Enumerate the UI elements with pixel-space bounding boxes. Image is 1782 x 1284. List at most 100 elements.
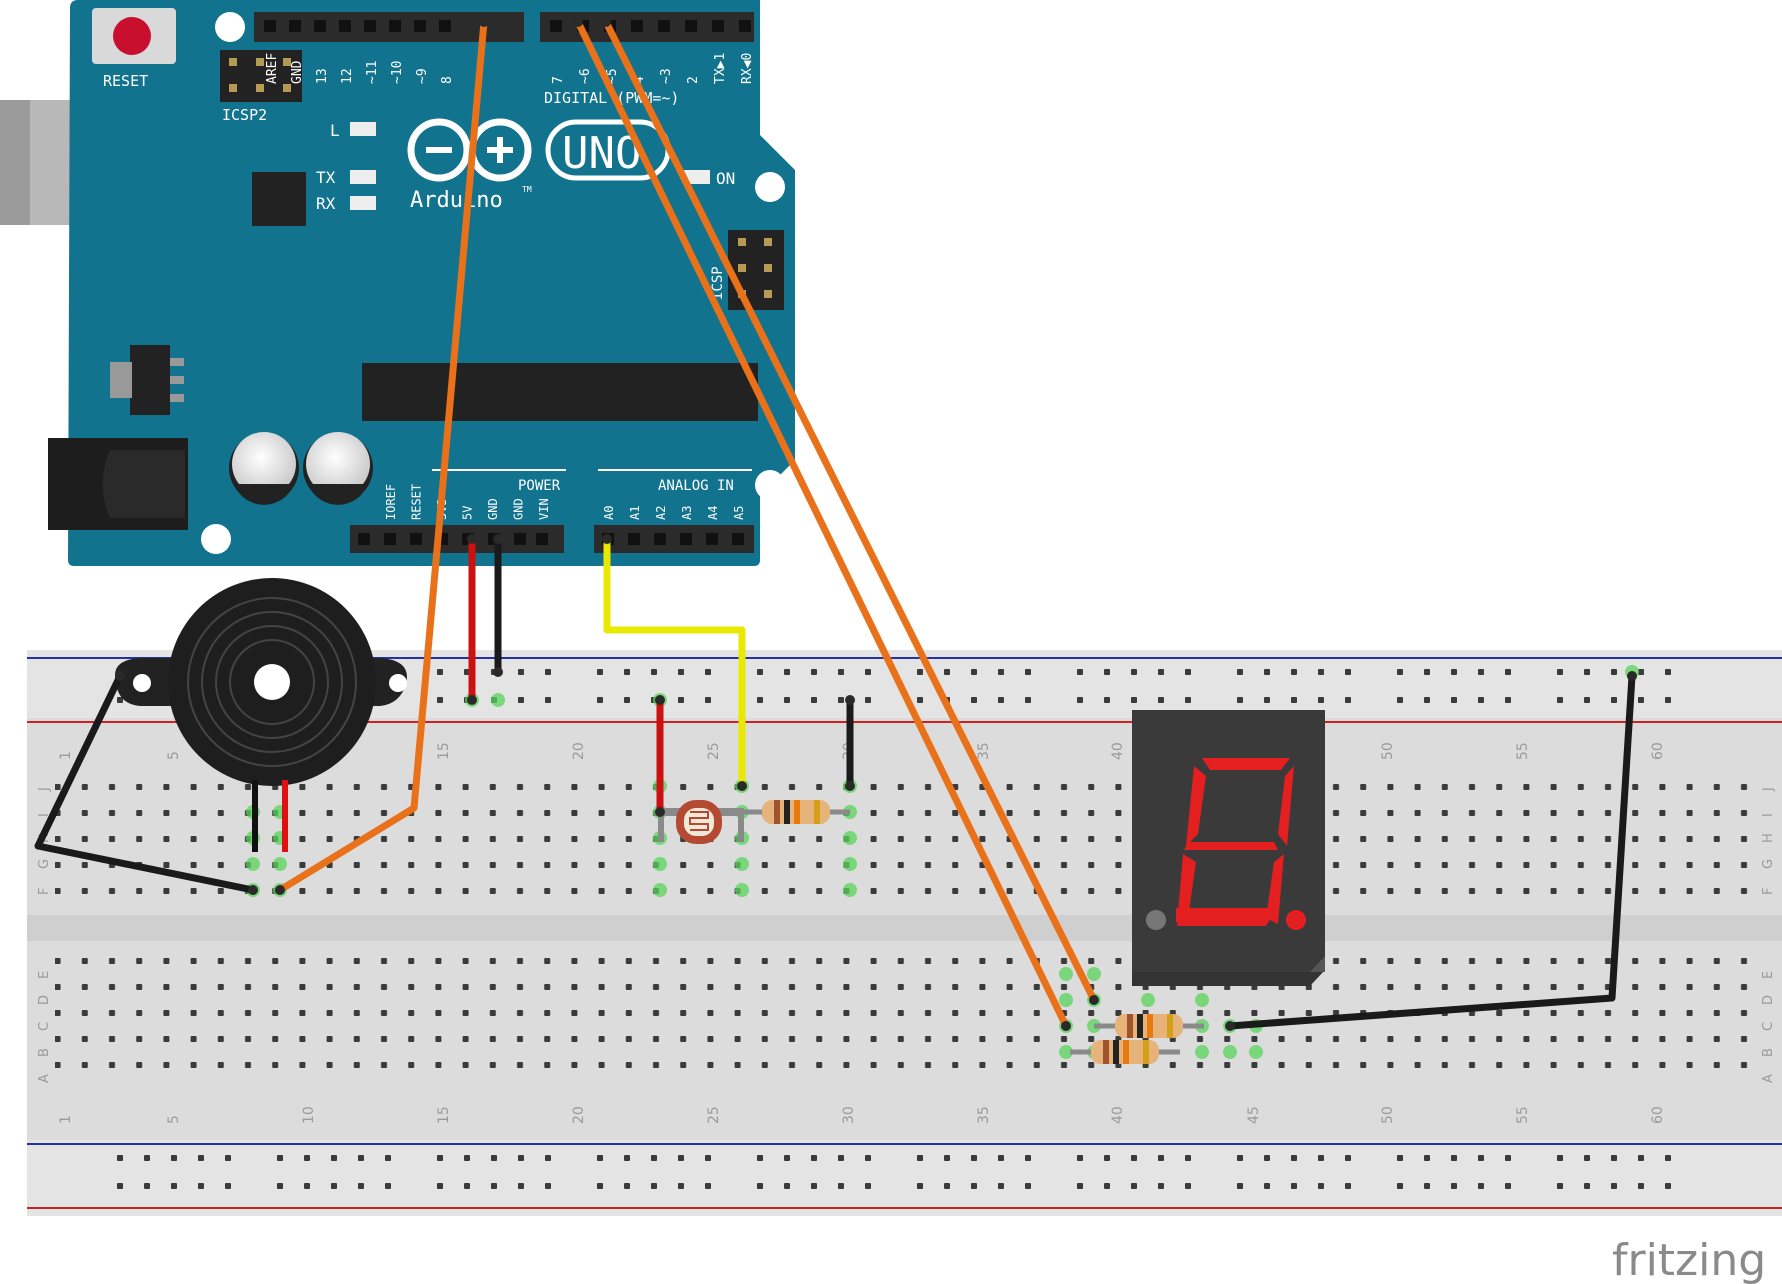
- analog-pin-label: A1: [628, 506, 642, 520]
- reset-label: RESET: [103, 72, 148, 90]
- column-number: 50: [1380, 742, 1396, 760]
- led-on: [684, 170, 710, 184]
- mounting-hole: [215, 12, 245, 42]
- digital-pin-label: 7: [551, 76, 566, 84]
- usb-chip: [252, 172, 306, 226]
- icsp-header: [728, 230, 784, 310]
- arduino-brand-text: Arduino: [410, 188, 503, 213]
- wire-orange-pin9: [276, 18, 488, 894]
- row-letter: I: [1761, 813, 1776, 817]
- power-pin-label: GND: [512, 498, 526, 520]
- piezo-buzzer: [115, 578, 407, 852]
- row-letter: B: [37, 1048, 52, 1057]
- row-letter: B: [1761, 1048, 1776, 1057]
- column-number: 55: [1515, 742, 1531, 760]
- row-letter: H: [1761, 833, 1776, 843]
- row-letter: J: [37, 787, 52, 792]
- column-number: 55: [1515, 1106, 1531, 1124]
- trademark-mark: TM: [522, 185, 532, 194]
- segment-display-digit: [1176, 758, 1294, 926]
- column-number: 60: [1650, 742, 1666, 760]
- atmega-chip: [362, 363, 758, 421]
- row-letter: A: [37, 1074, 52, 1083]
- column-number: 15: [436, 742, 452, 760]
- power-pin-label: GND: [486, 498, 500, 520]
- column-number: 5: [166, 751, 182, 760]
- analog-pin-label: A3: [680, 506, 694, 520]
- board-pcb: [68, 0, 795, 566]
- power-pin-label: 5V: [461, 506, 475, 520]
- analog-pin-label: A0: [602, 506, 616, 520]
- row-letter: F: [1761, 888, 1776, 895]
- row-letter: E: [1761, 971, 1776, 979]
- segment-dp-left: [1146, 910, 1166, 930]
- row-letter: F: [37, 888, 52, 895]
- icsp2-label: ICSP2: [222, 106, 267, 124]
- resistors: [742, 800, 1204, 1064]
- digital-pin-label: ~10: [390, 61, 405, 84]
- led-tx: [350, 170, 376, 184]
- led-rx: [350, 196, 376, 210]
- column-number: 1: [58, 1115, 74, 1124]
- row-letter: C: [1761, 1022, 1776, 1031]
- voltage-regulator: [130, 345, 170, 415]
- digital-pin-label: GND: [290, 60, 305, 84]
- row-letter: A: [1761, 1074, 1776, 1083]
- digital-pin-label: AREF: [265, 53, 280, 84]
- led-l: [350, 122, 376, 136]
- analog-pin-label: A5: [732, 506, 746, 520]
- resistor-10k: [742, 800, 850, 824]
- row-letter: D: [1761, 995, 1776, 1005]
- mounting-hole: [755, 172, 785, 202]
- segment-dp: [1286, 910, 1306, 930]
- photoresistor: [658, 800, 744, 844]
- analog-label: ANALOG IN: [658, 478, 734, 494]
- uno-text: UNO: [562, 128, 641, 179]
- digital-pin-label: ~11: [365, 61, 380, 84]
- column-number: 40: [1110, 1106, 1126, 1124]
- analog-pin-label: A4: [706, 506, 720, 520]
- wire-black-display: [1226, 672, 1636, 1030]
- column-number: 25: [706, 1106, 722, 1124]
- fritzing-watermark: fritzing: [1612, 1235, 1766, 1284]
- capacitor-1: [229, 432, 299, 505]
- row-letter: J: [1761, 787, 1776, 792]
- wire-orange-pin6: [574, 18, 1070, 1030]
- power-pin-label: IOREF: [384, 484, 398, 520]
- reset-button-cap[interactable]: [113, 17, 151, 55]
- seven-segment-display: [1132, 710, 1325, 986]
- column-number: 35: [976, 742, 992, 760]
- resistor-220-a: [1094, 1014, 1204, 1038]
- capacitor-2: [303, 432, 373, 505]
- mounting-hole: [755, 470, 785, 500]
- row-letter: C: [37, 1022, 52, 1031]
- column-number: 15: [436, 1106, 452, 1124]
- column-number: 30: [841, 1106, 857, 1124]
- power-pin-label: RESET: [410, 484, 424, 520]
- terminal-strip-top: [55, 770, 1755, 900]
- digital-pin-label: ~9: [415, 68, 430, 84]
- led-l-label: L: [330, 121, 340, 140]
- terminal-strip-bottom: [55, 952, 1755, 1082]
- analog-pin-label: A2: [654, 506, 668, 520]
- column-number: 50: [1380, 1106, 1396, 1124]
- led-rx-label: RX: [316, 194, 336, 213]
- wire-orange-pin5: [602, 18, 1098, 1004]
- digital-pin-label: RX◀0: [740, 53, 755, 84]
- led-on-label: ON: [716, 169, 735, 188]
- power-pin-label: VIN: [537, 498, 551, 520]
- row-letter: D: [37, 995, 52, 1005]
- digital-pin-label: ~3: [659, 68, 674, 84]
- analog-header: [594, 525, 754, 553]
- row-letter: G: [37, 859, 52, 869]
- column-number: 35: [976, 1106, 992, 1124]
- center-channel: [27, 915, 1782, 941]
- resistor-220-b: [1070, 1040, 1180, 1064]
- wire-yellow-a0: [603, 535, 746, 790]
- row-letter: E: [37, 971, 52, 979]
- column-number: 40: [1110, 742, 1126, 760]
- icsp-label: ICSP: [710, 266, 726, 300]
